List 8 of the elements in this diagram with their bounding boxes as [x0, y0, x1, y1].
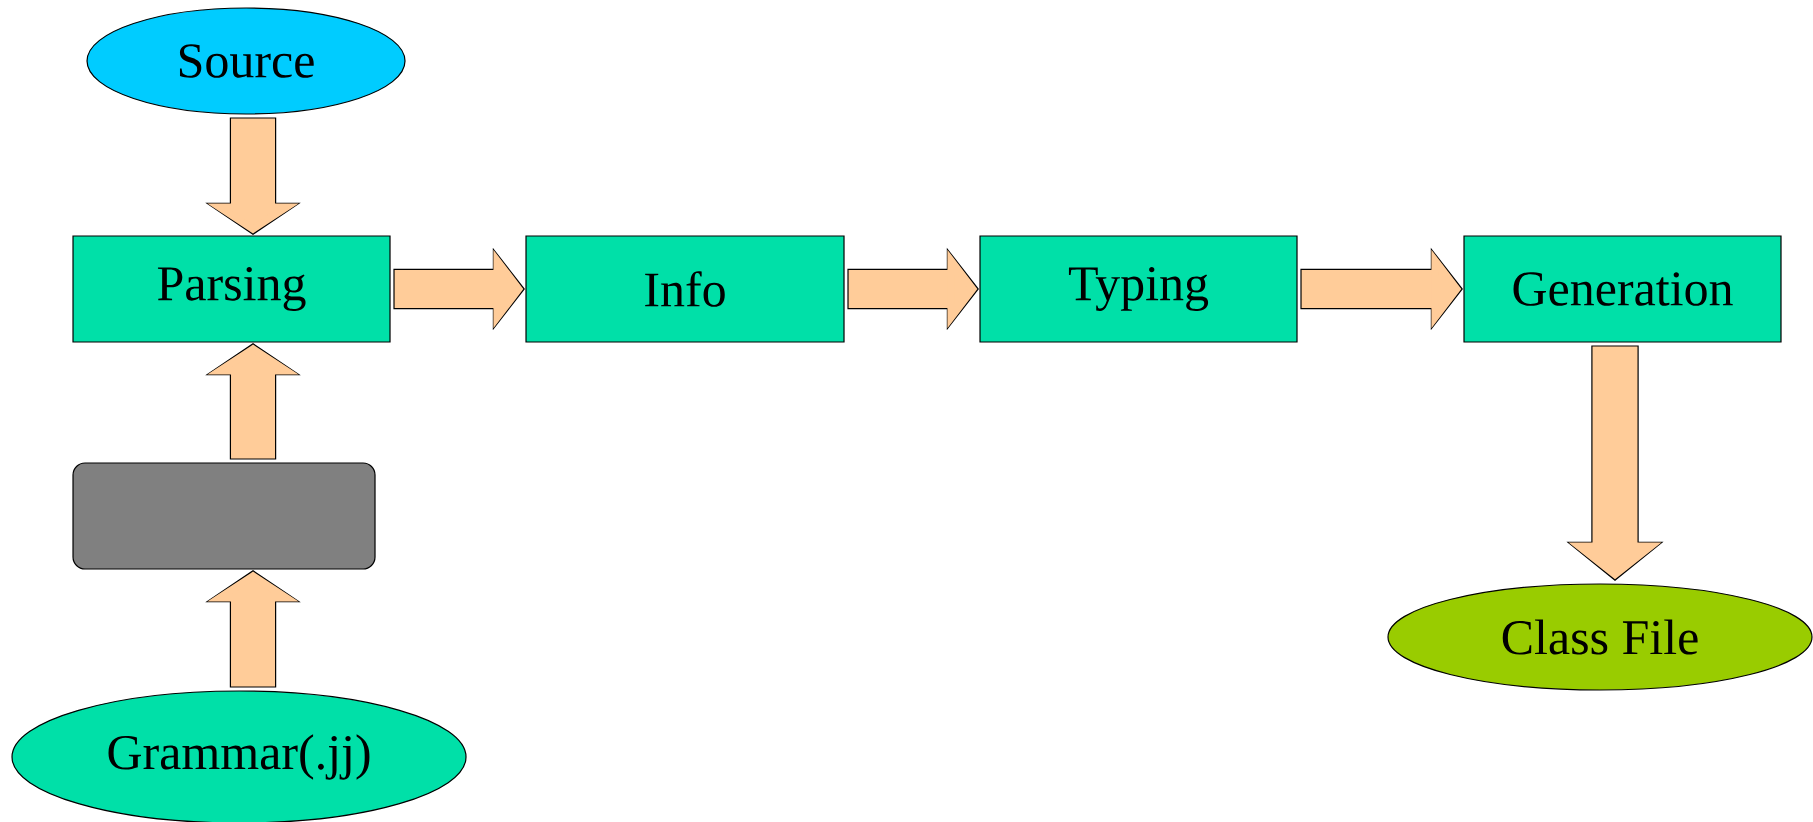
process-box: Parsing: [72, 235, 391, 343]
ellipse-node: Grammar(.jj): [11, 690, 467, 822]
process-box: Typing: [979, 235, 1298, 343]
process-box: Info: [525, 235, 845, 343]
ellipse-node: Class File: [1387, 583, 1813, 691]
ellipse-node: Source: [86, 7, 406, 115]
rounded-box: [72, 462, 376, 570]
process-box: Generation: [1463, 235, 1782, 343]
